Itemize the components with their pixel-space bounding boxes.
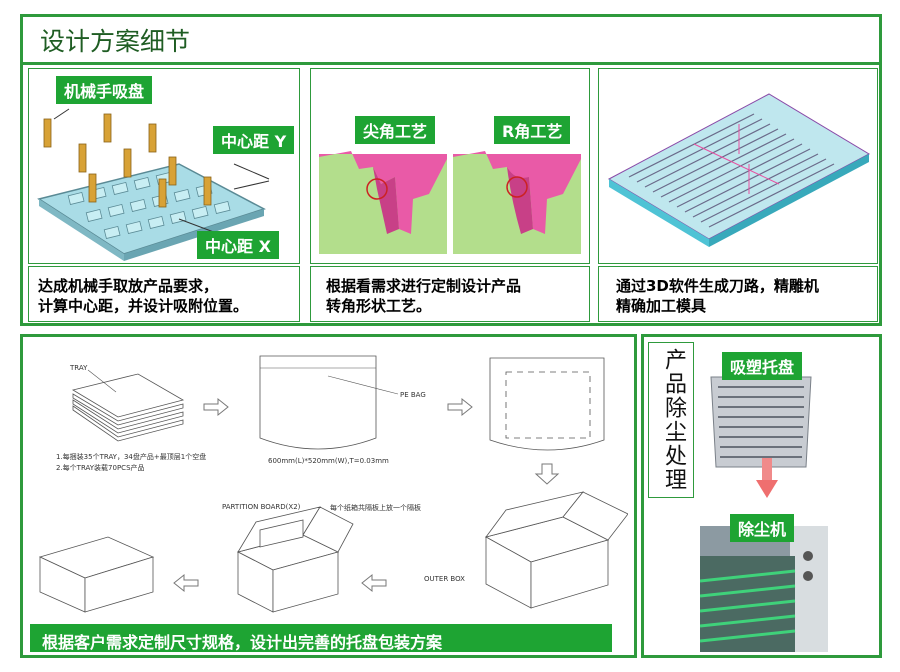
panel-3-caption-line-1: 通过3D软件生成刀路，精雕机 xyxy=(616,277,819,295)
partition-note: 每个纸箱共隔板上放一个隔板 xyxy=(330,504,421,512)
tray-label: TRAY xyxy=(70,364,88,372)
dust-machine-drawing xyxy=(699,526,828,652)
panel-2-caption-line-1: 根据看需求进行定制设计产品 xyxy=(326,277,522,295)
dust-removal-title: 产品除尘处理 xyxy=(661,348,686,492)
section-title: 设计方案细节 xyxy=(40,27,191,56)
label-center-distance-x: 中心距 X xyxy=(197,231,279,259)
panel-2-caption-line-2: 转角形状工艺。 xyxy=(326,297,432,315)
packaging-footer-text: 根据客户需求定制尺寸规格，设计出完善的托盘包装方案 xyxy=(42,633,443,652)
label-center-distance-y: 中心距 Y xyxy=(213,126,295,154)
partition-label: PARTITION BOARD(X2) xyxy=(222,503,301,511)
panel-1-caption-box xyxy=(28,266,300,322)
robot-suction-tray-drawing xyxy=(37,108,270,261)
design-details-section xyxy=(20,14,882,326)
label-robot-suction: 机械手吸盘 xyxy=(56,76,153,104)
packaging-section xyxy=(20,334,637,658)
panel-3-image xyxy=(598,68,878,264)
label-r-corner: R角工艺 xyxy=(494,116,571,144)
packaging-drawing xyxy=(28,342,629,622)
pe-bag-label: PE BAG xyxy=(400,391,426,399)
bag-size-label: 600mm(L)*520mm(W),T=0.03mm xyxy=(268,457,389,465)
outer-box-label: OUTER BOX xyxy=(424,575,465,583)
panel-3-caption-box xyxy=(598,266,878,322)
panel-1-caption-line-1: 达成机械手取放产品要求， xyxy=(38,277,219,295)
corner-process-drawing xyxy=(319,149,581,259)
panel-2-image xyxy=(310,68,590,264)
label-sharp-corner: 尖角工艺 xyxy=(355,116,436,144)
blister-tray-drawing xyxy=(710,376,812,468)
label-dust-machine: 除尘机 xyxy=(730,514,795,542)
dust-title-box xyxy=(648,342,694,498)
packaging-footer-bar xyxy=(30,624,612,652)
title-divider xyxy=(23,62,879,65)
panel-3-caption-line-2: 精确加工模具 xyxy=(616,297,707,315)
toolpath-3d-drawing xyxy=(607,93,871,247)
down-arrow-icon xyxy=(756,458,778,504)
packaging-diagram xyxy=(38,355,629,613)
tray-note-2: 2.每个TRAY装载70PCS产品 xyxy=(56,464,145,472)
dust-machine-image xyxy=(699,526,828,652)
panel-2-caption-box xyxy=(310,266,590,322)
dust-removal-section xyxy=(641,334,882,658)
label-blister-tray: 吸塑托盘 xyxy=(722,352,803,380)
panel-1-caption-line-2: 计算中心距，并设计吸附位置。 xyxy=(38,297,249,315)
blister-tray-image xyxy=(706,372,816,472)
tray-note-1: 1.每捆装35个TRAY，34盘产品+最顶层1个空盘 xyxy=(56,453,207,461)
